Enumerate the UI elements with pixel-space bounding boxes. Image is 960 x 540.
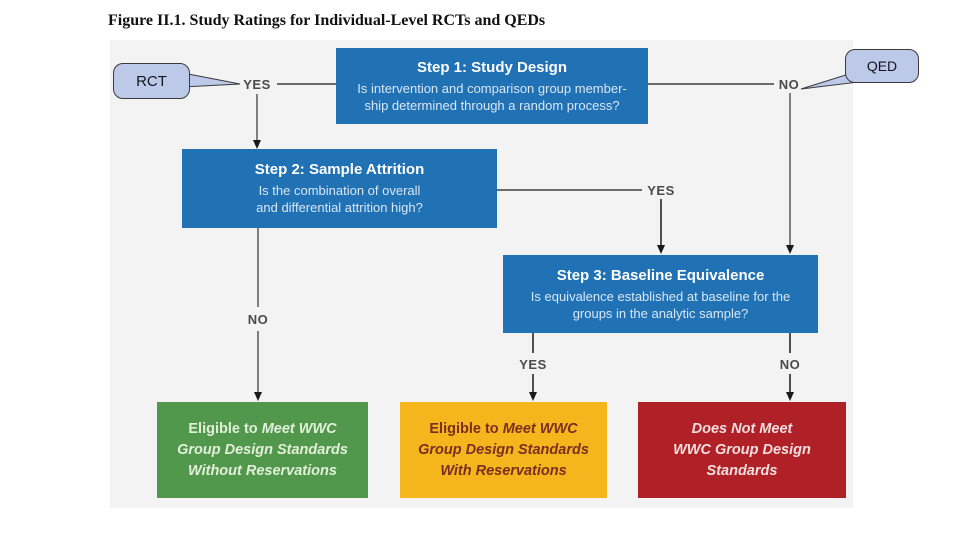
node-step2-sample-attrition: Step 2: Sample Attrition Is the combinat… [182,149,497,228]
arrowhead-down [253,140,261,149]
rct-callout: RCT [113,63,190,99]
edge-label-step3-no: NO [779,357,801,372]
rct-callout-label: RCT [136,72,167,90]
outcome-text-regular: Eligible to [429,420,499,437]
node-step1-study-design: Step 1: Study Design Is intervention and… [336,48,648,124]
outcome-line: Does Not Meet [691,420,793,437]
step3-question-line2: groups in the analytic sample? [572,305,749,321]
edge-label-step2-no: NO [247,312,269,327]
figure-title: Figure II.1. Study Ratings for Individua… [108,12,546,29]
outcome-line: WWC Group Design [673,441,811,458]
arrowhead-down [529,392,537,401]
edge-label-step2-yes: YES [647,183,675,198]
step2-title: Step 2: Sample Attrition [254,161,425,178]
step2-question-line2: and differential attrition high? [256,200,423,215]
edge-label-step3-yes: YES [519,357,547,372]
outcome-text-italic: Meet WWC [502,420,578,437]
outcome-text-regular: Eligible to [188,420,258,437]
outcome-line: Group Design Standards [177,441,348,458]
step1-question-line2: ship determined through a random process… [364,97,620,113]
step3-question-line1: Is equivalence established at baseline f… [530,288,791,304]
outcome-line: Without Reservations [188,462,337,479]
arrowhead-down [657,245,665,254]
rct-callout-tail [182,72,241,88]
outcome-line: Standards [706,462,778,479]
node-step3-baseline-equivalence: Step 3: Baseline Equivalence Is equivale… [503,255,818,333]
outcome-line: With Reservations [440,462,567,479]
arrowhead-down [786,245,794,254]
outcome-text-italic: Meet WWC [261,420,337,437]
step2-question-line1: Is the combination of overall [258,183,421,198]
outcome-line: Group Design Standards [418,441,589,458]
qed-callout-label: QED [866,58,898,74]
edge-label-step1-no: NO [778,77,800,92]
arrowhead-down [786,392,794,401]
edge-label-step1-yes: YES [243,77,271,92]
arrowhead-down [254,392,262,401]
step1-title: Step 1: Study Design [416,58,568,76]
qed-callout: QED [845,49,919,83]
step3-title: Step 3: Baseline Equivalence [556,266,765,284]
step1-question-line1: Is intervention and comparison group mem… [357,80,627,96]
node-outcome-does-not-meet: Does Not Meet WWC Group Design Standards [638,402,846,498]
